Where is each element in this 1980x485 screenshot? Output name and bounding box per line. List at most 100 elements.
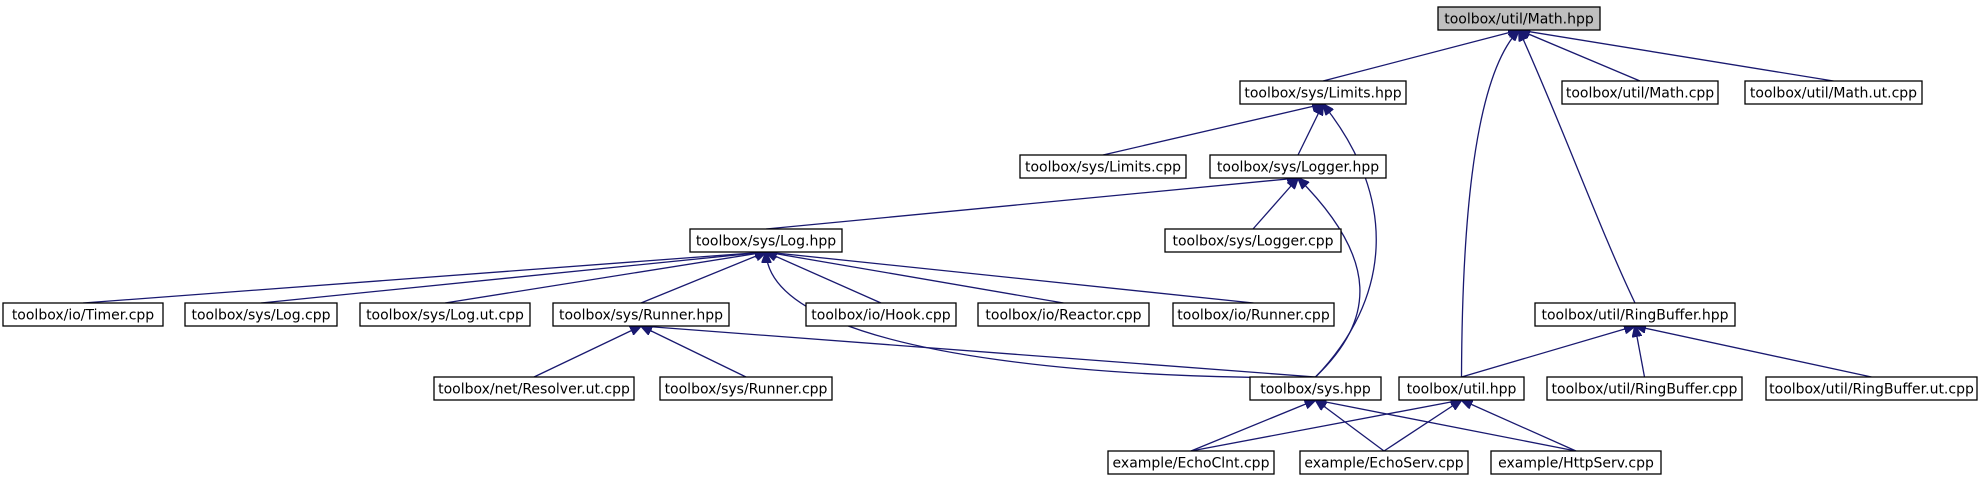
node-ringbuffer-ut-cpp[interactable]: toolbox/util/RingBuffer.ut.cpp (1765, 376, 1978, 401)
node-label: toolbox/util/Math.cpp (1566, 86, 1714, 102)
edge-echoserv_cpp-to-util_hpp (1383, 400, 1462, 452)
node-logger-hpp[interactable]: toolbox/sys/Logger.hpp (1209, 154, 1387, 179)
node-label: toolbox/sys/Log.hpp (696, 234, 836, 250)
node-box (1249, 376, 1382, 401)
edge-math_cpp-to-math_hpp (1519, 30, 1641, 82)
node-reactor-cpp[interactable]: toolbox/io/Reactor.cpp (977, 302, 1150, 327)
edge-logger_cpp-to-logger_hpp (1252, 178, 1298, 230)
node-sys-hpp[interactable]: toolbox/sys.hpp (1249, 376, 1382, 401)
edge-sys_hpp-to-runner_hpp (641, 326, 1316, 378)
edge-resolver_ut_cpp-to-runner_hpp (533, 326, 641, 378)
edge-log_cpp-to-log_hpp (260, 252, 766, 304)
node-log-cpp[interactable]: toolbox/sys/Log.cpp (184, 302, 338, 327)
node-box (1019, 154, 1187, 179)
node-label: toolbox/io/Reactor.cpp (985, 308, 1141, 324)
edge-runner_hpp-to-log_hpp (640, 252, 766, 304)
node-math-cpp[interactable]: toolbox/util/Math.cpp (1561, 80, 1719, 105)
edge-limits_cpp-to-limits_hpp (1102, 104, 1323, 156)
node-resolver-ut-cpp[interactable]: toolbox/net/Resolver.ut.cpp (433, 376, 635, 401)
node-label: toolbox/net/Resolver.ut.cpp (438, 382, 630, 398)
edge-echoclnt_cpp-to-util_hpp (1190, 400, 1462, 452)
node-logger-cpp[interactable]: toolbox/sys/Logger.cpp (1164, 228, 1342, 253)
node-label: toolbox/util/RingBuffer.hpp (1541, 308, 1728, 324)
node-label: toolbox/sys/Log.ut.cpp (366, 308, 524, 324)
node-label: toolbox/sys.hpp (1260, 382, 1371, 398)
edge-echoserv_cpp-to-sys_hpp (1316, 400, 1385, 452)
node-box (805, 302, 957, 327)
node-box (1765, 376, 1978, 401)
edge-util_hpp-to-math_hpp (1460, 30, 1520, 378)
node-box (1299, 450, 1469, 475)
edge-logger_hpp-to-limits_hpp (1297, 104, 1323, 156)
node-box (2, 302, 164, 327)
node-layer: toolbox/util/Math.hpp toolbox/sys/Limits.… (2, 6, 1978, 475)
edge-sys_runner_cpp-to-runner_hpp (641, 326, 747, 378)
node-io-runner-cpp[interactable]: toolbox/io/Runner.cpp (1172, 302, 1335, 327)
edge-ringbuffer_hpp-to-math_hpp (1519, 30, 1636, 304)
node-sys-runner-cpp[interactable]: toolbox/sys/Runner.cpp (659, 376, 833, 401)
node-limits-cpp[interactable]: toolbox/sys/Limits.cpp (1019, 154, 1187, 179)
node-hook-cpp[interactable]: toolbox/io/Hook.cpp (805, 302, 957, 327)
node-ringbuffer-hpp[interactable]: toolbox/util/RingBuffer.hpp (1534, 302, 1736, 327)
edge-log_hpp-to-logger_hpp (765, 178, 1298, 230)
node-label: toolbox/util/RingBuffer.cpp (1552, 382, 1738, 398)
node-label: toolbox/sys/Runner.cpp (665, 382, 828, 398)
node-timer-cpp[interactable]: toolbox/io/Timer.cpp (2, 302, 164, 327)
node-label: toolbox/sys/Logger.cpp (1172, 234, 1333, 250)
node-label: toolbox/util/RingBuffer.ut.cpp (1769, 382, 1974, 398)
node-box (977, 302, 1150, 327)
edge-ringbuffer_ut_cpp-to-ringbuffer_hpp (1635, 326, 1872, 378)
node-box (659, 376, 833, 401)
node-box (1164, 228, 1342, 253)
edge-sys_hpp-to-limits_hpp (1315, 104, 1377, 378)
node-runner-hpp[interactable]: toolbox/sys/Runner.hpp (552, 302, 730, 327)
edge-io_runner_cpp-to-log_hpp (766, 252, 1254, 304)
node-ringbuffer-cpp[interactable]: toolbox/util/RingBuffer.cpp (1546, 376, 1743, 401)
node-label: toolbox/util/Math.hpp (1444, 12, 1594, 28)
node-echoclnt-cpp[interactable]: example/EchoClnt.cpp (1107, 450, 1275, 475)
node-math-ut-cpp[interactable]: toolbox/util/Math.ut.cpp (1744, 80, 1923, 105)
node-math-hpp[interactable]: toolbox/util/Math.hpp (1437, 6, 1601, 31)
node-label: toolbox/io/Runner.cpp (1177, 308, 1330, 324)
node-box (1546, 376, 1743, 401)
node-box (552, 302, 730, 327)
node-limits-hpp[interactable]: toolbox/sys/Limits.hpp (1239, 80, 1407, 105)
node-box (1107, 450, 1275, 475)
node-box (1534, 302, 1736, 327)
node-httpserv-cpp[interactable]: example/HttpServ.cpp (1490, 450, 1662, 475)
edge-layer (82, 30, 1872, 452)
node-box (1490, 450, 1662, 475)
node-box (1437, 6, 1601, 31)
node-echoserv-cpp[interactable]: example/EchoServ.cpp (1299, 450, 1469, 475)
node-label: toolbox/io/Timer.cpp (12, 308, 154, 324)
edge-httpserv_cpp-to-util_hpp (1462, 400, 1577, 452)
edge-util_hpp-to-ringbuffer_hpp (1461, 326, 1636, 378)
node-box (1172, 302, 1335, 327)
node-box (1561, 80, 1719, 105)
edge-limits_hpp-to-math_hpp (1322, 30, 1519, 82)
node-box (1239, 80, 1407, 105)
node-log-hpp[interactable]: toolbox/sys/Log.hpp (689, 228, 843, 253)
edge-reactor_cpp-to-log_hpp (766, 252, 1064, 304)
edge-math_ut_cpp-to-math_hpp (1519, 30, 1834, 82)
node-label: toolbox/io/Hook.cpp (811, 308, 951, 324)
edge-sys_hpp-to-logger_hpp (1298, 178, 1361, 378)
node-label: toolbox/sys/Logger.hpp (1217, 160, 1379, 176)
node-util-hpp[interactable]: toolbox/util.hpp (1398, 376, 1525, 401)
edge-echoclnt_cpp-to-sys_hpp (1190, 400, 1316, 452)
edge-log_ut_cpp-to-log_hpp (444, 252, 766, 304)
node-log-ut-cpp[interactable]: toolbox/sys/Log.ut.cpp (359, 302, 531, 327)
node-box (184, 302, 338, 327)
node-label: example/EchoServ.cpp (1304, 456, 1463, 472)
edge-timer_cpp-to-log_hpp (82, 252, 766, 304)
node-box (1209, 154, 1387, 179)
node-label: toolbox/sys/Limits.cpp (1025, 160, 1181, 176)
edge-hook_cpp-to-log_hpp (766, 252, 882, 304)
node-box (1398, 376, 1525, 401)
edge-httpserv_cpp-to-sys_hpp (1316, 400, 1577, 452)
node-box (1744, 80, 1923, 105)
node-label: toolbox/sys/Log.cpp (191, 308, 330, 324)
node-box (359, 302, 531, 327)
node-label: example/HttpServ.cpp (1498, 456, 1654, 472)
